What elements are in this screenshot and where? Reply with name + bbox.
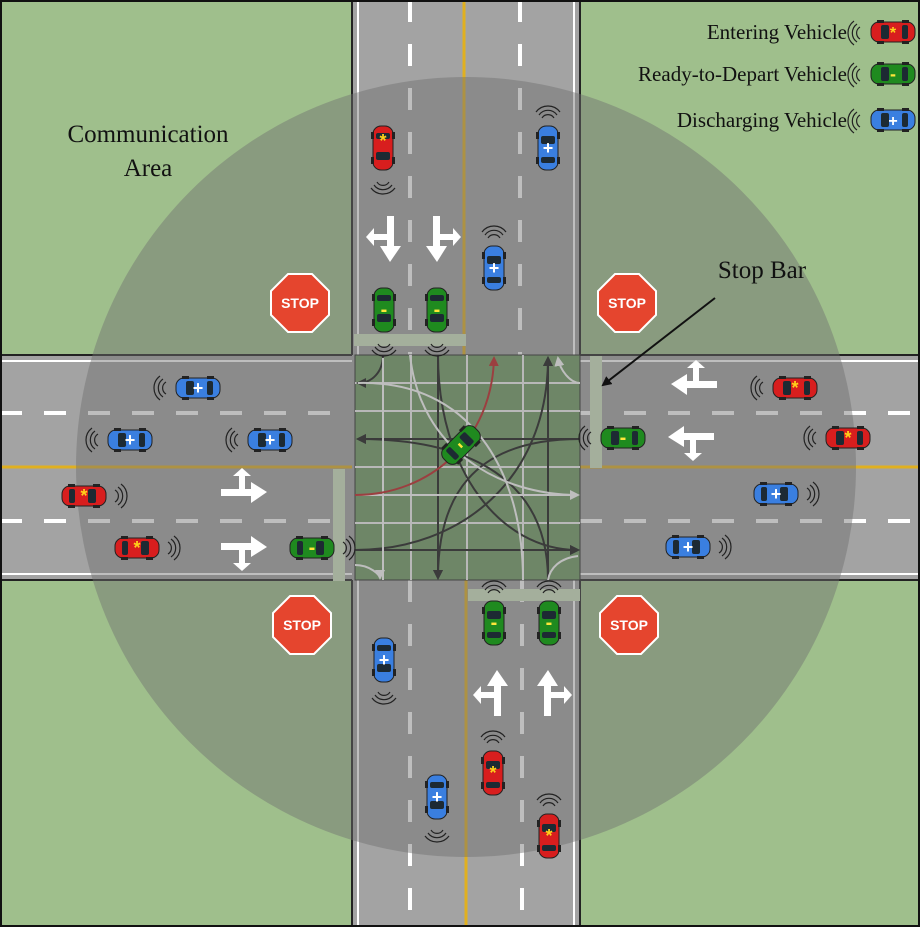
vehicle-symbol: +	[683, 537, 694, 557]
lane-arrows	[221, 216, 717, 716]
vehicle-ready: -	[424, 287, 450, 333]
vehicle-symbol: *	[133, 538, 140, 558]
stop-sign-ne: STOP	[597, 273, 657, 333]
communication-area-label-line1: Communication	[67, 121, 229, 148]
vehicle-discharging: +	[107, 427, 153, 453]
lane-arrow-west-right	[221, 536, 267, 571]
vehicle-symbol: -	[309, 537, 316, 559]
lane-arrow-north-right	[426, 216, 461, 262]
movement-paths	[354, 354, 581, 581]
vehicle-symbol: *	[890, 25, 897, 42]
vehicle-symbol: *	[80, 486, 87, 506]
vehicle-discharging: +	[424, 774, 450, 820]
vehicle-entering: *	[536, 813, 562, 859]
lane-arrow-south-left	[473, 670, 508, 716]
stop-bar-pointer	[601, 297, 716, 387]
lane-arrow-west-left	[221, 468, 267, 503]
vehicle-symbol: -	[546, 612, 553, 634]
vehicle-symbol: +	[379, 650, 390, 670]
communication-area-label-line2: Area	[124, 155, 173, 182]
legend-ready-vehicle: -	[870, 61, 916, 87]
vehicle-discharging: +	[175, 375, 221, 401]
stop-bars	[333, 334, 602, 601]
vehicle-symbol: *	[791, 378, 798, 398]
lane-arrow-east-left	[671, 360, 717, 395]
vehicle-symbol: +	[771, 484, 782, 504]
stop-bar-label: Stop Bar	[718, 257, 807, 284]
vehicle-symbol: +	[489, 258, 500, 278]
communication-area	[76, 77, 856, 857]
vehicle-symbol: +	[888, 113, 897, 130]
legend-discharging-label: Discharging Vehicle	[677, 108, 847, 132]
legend-ready-label: Ready-to-Depart Vehicle	[638, 62, 847, 86]
stop-sign-label: STOP	[283, 617, 321, 633]
vehicle-symbol: -	[381, 299, 388, 321]
vehicle-ready: -	[481, 600, 507, 646]
stop-sign-label: STOP	[608, 295, 646, 311]
stop-sign-se: STOP	[599, 595, 659, 655]
vehicle-entering: *	[61, 483, 107, 509]
vehicle-symbol: *	[844, 428, 851, 448]
vehicle-symbol: -	[434, 299, 441, 321]
vehicle-discharging: +	[481, 245, 507, 291]
stop-sign-nw: STOP	[270, 273, 330, 333]
stop-sign-label: STOP	[281, 295, 319, 311]
vehicle-discharging: +	[247, 427, 293, 453]
legend: Entering Vehicle * Ready-to-Depart Vehic…	[638, 19, 916, 134]
vehicle-symbol: +	[193, 378, 204, 398]
vehicle-discharging: +	[753, 481, 799, 507]
vehicle-symbol: *	[379, 131, 386, 151]
vehicle-symbol: +	[543, 138, 554, 158]
vehicles: * + + - - - * * - + + + + + * *	[61, 105, 871, 859]
vehicle-symbol: +	[125, 430, 136, 450]
stop-signs: STOP STOP STOP STOP	[270, 273, 659, 655]
vehicle-ready: -	[371, 287, 397, 333]
vehicle-entering: *	[825, 425, 871, 451]
vehicle-symbol: -	[491, 612, 498, 634]
stop-sign-sw: STOP	[272, 595, 332, 655]
vehicle-symbol: +	[265, 430, 276, 450]
vehicle-ready: -	[600, 425, 646, 451]
vehicle-symbol: -	[890, 64, 896, 84]
stop-sign-label: STOP	[610, 617, 648, 633]
vehicle-symbol: *	[545, 826, 552, 846]
lane-arrow-north-left	[366, 216, 401, 262]
vehicle-ready: -	[289, 535, 335, 561]
vehicle-discharging: +	[535, 125, 561, 171]
vehicle-discharging: +	[371, 637, 397, 683]
lane-arrow-south-right	[537, 670, 572, 716]
legend-entering-label: Entering Vehicle	[707, 20, 847, 44]
vehicle-symbol: -	[620, 427, 627, 449]
vehicle-entering: *	[480, 750, 506, 796]
vehicle-symbol: *	[489, 763, 496, 783]
lane-arrow-east-right	[668, 426, 714, 461]
vehicle-symbol: +	[432, 787, 443, 807]
vehicle-entering: *	[114, 535, 160, 561]
vehicle-ready: -	[436, 420, 486, 470]
vehicle-ready: -	[536, 600, 562, 646]
legend-discharging-vehicle: +	[870, 107, 916, 133]
vehicle-entering: *	[772, 375, 818, 401]
legend-entering-vehicle: *	[870, 19, 916, 45]
vehicle-entering: *	[370, 125, 396, 171]
vehicle-discharging: +	[665, 534, 711, 560]
